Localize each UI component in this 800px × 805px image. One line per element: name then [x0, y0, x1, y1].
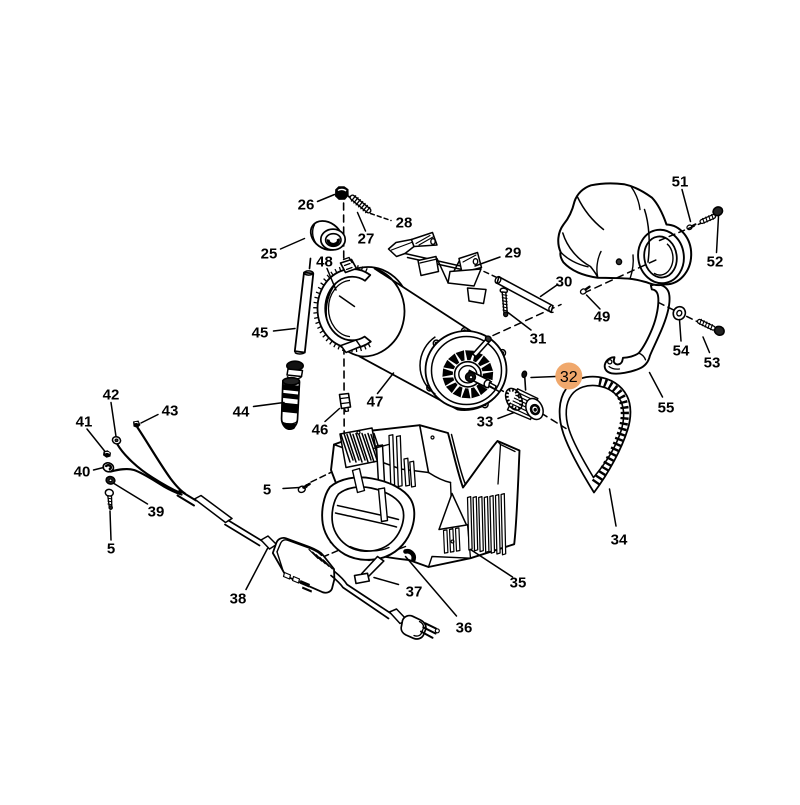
svg-text:52: 52: [707, 253, 724, 270]
svg-text:5: 5: [263, 481, 271, 498]
svg-text:38: 38: [230, 590, 247, 607]
svg-text:41: 41: [76, 413, 93, 430]
svg-text:45: 45: [252, 324, 269, 341]
svg-text:34: 34: [611, 531, 628, 548]
svg-text:31: 31: [530, 330, 547, 347]
svg-text:26: 26: [298, 196, 315, 213]
svg-text:54: 54: [673, 342, 690, 359]
svg-text:49: 49: [594, 308, 611, 325]
svg-text:47: 47: [367, 393, 384, 410]
svg-text:29: 29: [505, 244, 522, 261]
svg-text:39: 39: [148, 503, 165, 520]
svg-text:55: 55: [658, 399, 675, 416]
svg-text:32: 32: [560, 369, 578, 386]
svg-text:35: 35: [510, 574, 527, 591]
svg-text:40: 40: [74, 463, 91, 480]
svg-text:36: 36: [456, 619, 473, 636]
svg-text:37: 37: [406, 583, 423, 600]
svg-text:53: 53: [704, 354, 721, 371]
svg-text:5: 5: [107, 540, 115, 557]
svg-text:48: 48: [316, 253, 333, 270]
svg-text:25: 25: [261, 245, 278, 262]
svg-text:46: 46: [312, 421, 329, 438]
svg-text:30: 30: [556, 273, 573, 290]
svg-text:27: 27: [358, 230, 375, 247]
svg-text:33: 33: [477, 413, 494, 430]
svg-text:44: 44: [233, 403, 250, 420]
svg-text:28: 28: [396, 214, 413, 231]
svg-text:43: 43: [162, 402, 179, 419]
svg-text:42: 42: [103, 386, 120, 403]
svg-text:51: 51: [672, 173, 689, 190]
